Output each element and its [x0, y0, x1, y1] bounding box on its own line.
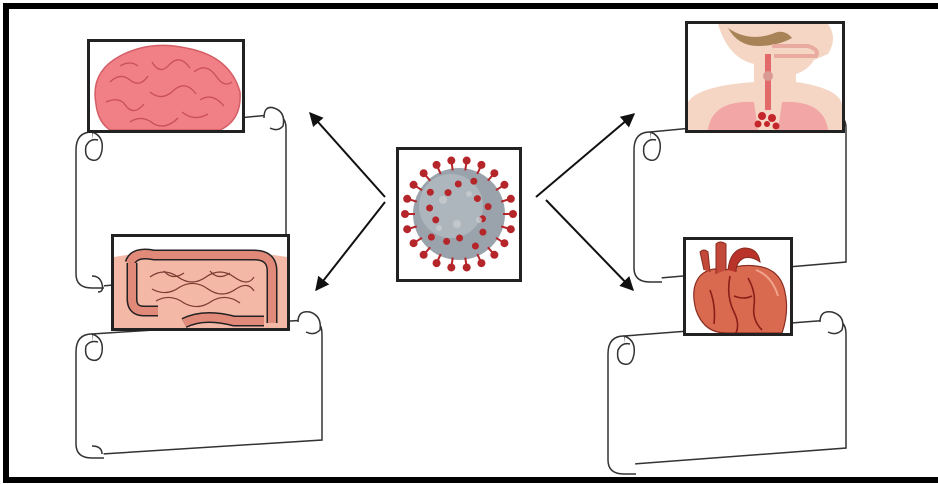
virus-surface-spike — [456, 234, 463, 241]
virus-spike-head — [500, 239, 508, 247]
heart-icon — [686, 240, 790, 333]
virus-spike-head — [403, 225, 411, 233]
lungs-airway-icon — [688, 24, 842, 130]
virus-spike-head — [420, 169, 428, 177]
virus-spike-head — [490, 251, 498, 259]
virus-surface-spike — [479, 229, 486, 236]
heart-image — [683, 237, 793, 336]
virus-spike-head — [509, 210, 517, 218]
lungs-image — [685, 21, 845, 133]
virus-spike-head — [433, 161, 441, 169]
arrow-to-intestines — [316, 202, 385, 290]
virus-surface-spike — [428, 234, 435, 241]
virus-spike-head — [507, 225, 515, 233]
virus-surface-spike — [427, 189, 434, 196]
virus-surface-spike — [426, 205, 433, 212]
virus-spike-head — [463, 263, 471, 271]
virus-surface-spike — [474, 195, 481, 202]
virus-spike-head — [463, 157, 471, 165]
virus-spike-head — [507, 195, 515, 203]
intestines-image — [111, 234, 290, 331]
virus-surface-spike — [443, 238, 450, 245]
intestines-icon — [114, 237, 287, 328]
arrow-to-brain — [310, 113, 385, 197]
virus-spike-head — [447, 157, 455, 165]
virus-spike-head — [490, 169, 498, 177]
brain-icon — [90, 42, 242, 130]
arrow-to-lungs — [536, 114, 634, 197]
virus-surface-spike — [445, 189, 452, 196]
virus-spike-head — [477, 161, 485, 169]
virus-surface-spike — [472, 243, 479, 250]
virus-spike-head — [433, 259, 441, 267]
scroll-intestines — [76, 312, 322, 458]
virus-spike-head — [410, 239, 418, 247]
virus-surface-spike — [470, 178, 477, 185]
virus-surface-spike — [485, 203, 492, 210]
coronavirus-icon — [399, 150, 519, 279]
virus-surface-spike — [455, 181, 462, 188]
virus-spike-head — [410, 181, 418, 189]
virus-spike-head — [500, 181, 508, 189]
virus-spike-head — [403, 195, 411, 203]
virus-spike-head — [477, 259, 485, 267]
virus-spike-head — [420, 251, 428, 259]
scroll-heart — [608, 312, 846, 474]
virus-image — [396, 147, 522, 282]
arrow-to-heart — [546, 200, 633, 290]
virus-surface-spike — [432, 216, 439, 223]
virus-spike-head — [447, 263, 455, 271]
virus-spike-head — [401, 210, 409, 218]
brain-image — [87, 39, 245, 133]
